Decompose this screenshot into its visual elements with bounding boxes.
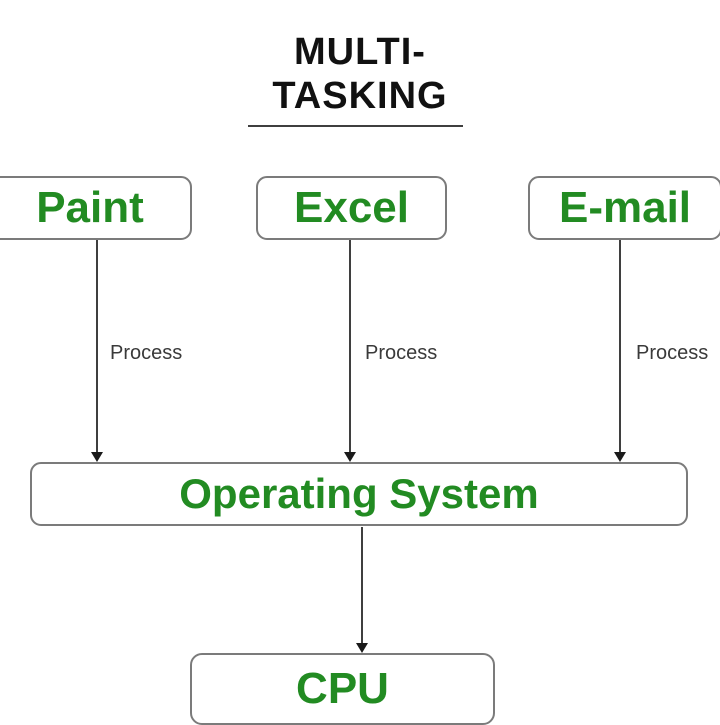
arrow-email-to-os-line	[619, 240, 621, 453]
node-operating-system-label: Operating System	[179, 470, 539, 517]
title-underline	[248, 125, 463, 127]
arrow-email-to-os-head-icon	[614, 452, 626, 462]
edge-label-excel-process: Process	[365, 342, 438, 364]
node-operating-system: Operating System	[30, 462, 688, 526]
node-cpu: CPU	[190, 653, 495, 725]
node-paint-label: Paint	[36, 183, 144, 232]
node-excel: Excel	[256, 176, 447, 240]
arrow-excel-to-os-head-icon	[344, 452, 356, 462]
edge-label-email-process: Process	[636, 342, 709, 364]
diagram-title: MULTI- TASKING	[0, 30, 720, 118]
node-email-label: E-mail	[558, 183, 692, 232]
node-paint: Paint	[0, 176, 192, 240]
title-line-1: MULTI-	[294, 31, 426, 73]
arrow-excel-to-os-line	[349, 240, 351, 453]
arrow-paint-to-os-head-icon	[91, 452, 103, 462]
node-email: E-mail	[528, 176, 720, 240]
node-cpu-label: CPU	[296, 664, 389, 713]
arrow-paint-to-os-line	[96, 240, 98, 453]
arrow-os-to-cpu-line	[361, 527, 363, 644]
title-line-2: TASKING	[272, 75, 448, 117]
node-excel-label: Excel	[294, 183, 409, 232]
arrow-os-to-cpu-head-icon	[356, 643, 368, 653]
edge-label-paint-process: Process	[110, 342, 183, 364]
